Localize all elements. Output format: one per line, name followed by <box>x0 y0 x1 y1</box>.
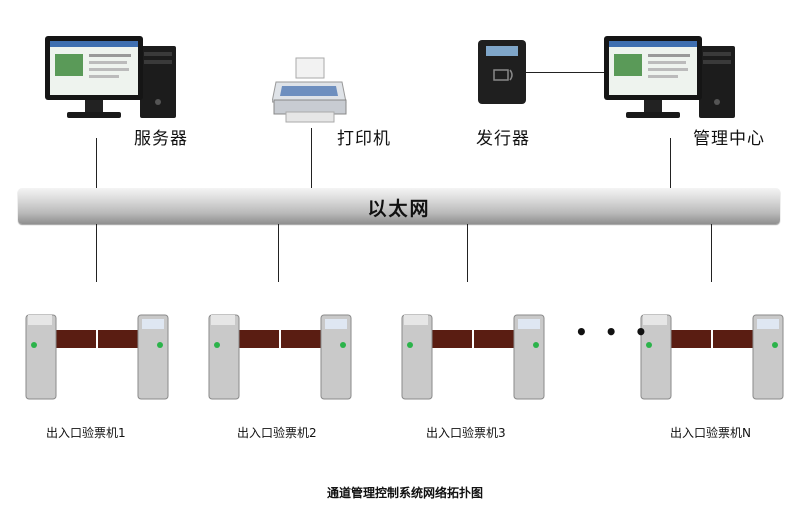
gate-1-label: 出入口验票机1 <box>46 426 126 440</box>
ethernet-bus: 以太网 <box>18 188 780 224</box>
management-label: 管理中心 <box>693 129 765 149</box>
gate1-connector <box>96 224 97 282</box>
ellipsis: • • • <box>575 320 653 344</box>
gate-n-label: 出入口验票机N <box>670 426 751 440</box>
server-label: 服务器 <box>134 129 188 149</box>
gate-3 <box>398 305 548 400</box>
gate2-connector <box>278 224 279 282</box>
gateN-connector <box>711 224 712 282</box>
gate-3-label: 出入口验票机3 <box>426 426 506 440</box>
printer-label: 打印机 <box>337 129 391 149</box>
gate-1 <box>22 305 172 400</box>
management-connector <box>670 138 671 188</box>
ethernet-label: 以太网 <box>367 198 431 220</box>
diagram-caption: 通道管理控制系统网络拓扑图 <box>326 486 483 500</box>
turnstile-icon <box>25 314 169 400</box>
management-computer-icon <box>604 36 735 118</box>
printer-connector <box>311 128 312 188</box>
card-reader-icon <box>478 40 526 104</box>
turnstile-icon <box>401 314 545 400</box>
turnstile-icon <box>208 314 352 400</box>
server-computer-icon <box>45 36 176 118</box>
gate3-connector <box>467 224 468 282</box>
gate-2 <box>205 305 355 400</box>
gate-n <box>637 305 787 400</box>
issuer-label: 发行器 <box>476 129 530 149</box>
server-connector <box>96 138 97 188</box>
gate-2-label: 出入口验票机2 <box>237 426 317 440</box>
issuer-management-link <box>526 72 604 73</box>
turnstile-icon <box>640 314 784 400</box>
printer-icon <box>272 57 347 123</box>
